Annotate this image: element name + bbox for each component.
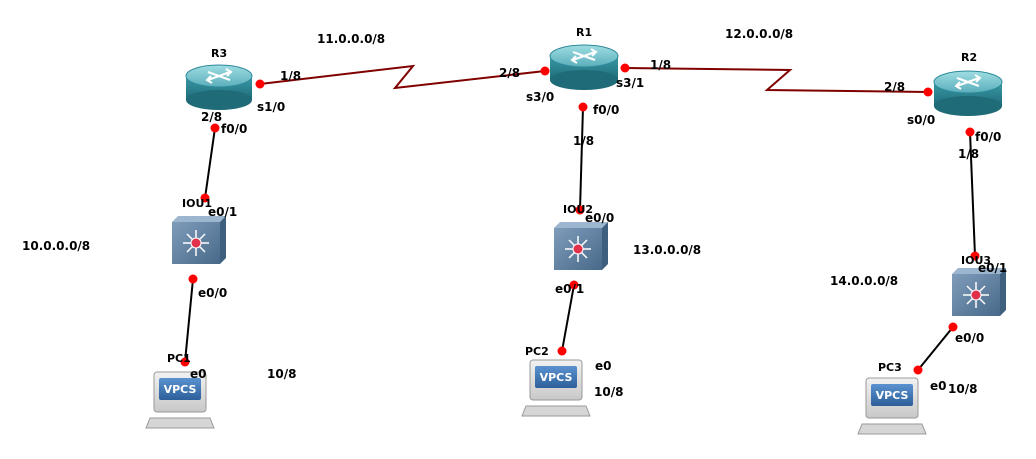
switch-iou3[interactable] [952,268,1006,316]
network-label-lan2: 13.0.0.0/8 [633,243,701,257]
device-name-pc1: PC1 [167,352,191,365]
iface-label: e0/1 [555,282,584,296]
iface-label: f0/0 [221,122,247,136]
iface-label: s0/0 [907,113,935,127]
port-dot[interactable] [578,102,588,112]
port-dot[interactable] [180,357,190,367]
router-r3[interactable] [185,64,253,110]
iface-label: e0/0 [955,331,984,345]
network-label-r1-r2: 12.0.0.0/8 [725,27,793,41]
device-name-iou2: IOU2 [563,203,593,216]
router-arrows-icon [205,68,233,84]
switch-iou2[interactable] [554,222,608,270]
vpcs-screen-label: VPCS [540,371,573,384]
iface-label: 10/8 [267,367,296,381]
vpcs-screen-label: VPCS [164,383,197,396]
port-dot[interactable] [569,280,579,290]
port-dot[interactable] [200,193,210,203]
port-dot[interactable] [540,66,550,76]
port-dot[interactable] [970,251,980,261]
port-dot[interactable] [948,322,958,332]
device-name-r1: R1 [576,26,592,39]
port-dot[interactable] [913,365,923,375]
iface-label: e0 [595,359,612,373]
pc-pc3[interactable]: VPCS [857,377,927,435]
iface-label: f0/0 [593,103,619,117]
iface-label: 2/8 [499,66,520,80]
port-dot[interactable] [188,274,198,284]
iface-label: f0/0 [975,130,1001,144]
link-iou2-pc2[interactable] [561,284,575,352]
device-name-r3: R3 [211,47,227,60]
iface-label: 2/8 [884,80,905,94]
port-dot[interactable] [210,123,220,133]
port-dot[interactable] [965,127,975,137]
device-name-iou3: IOU3 [961,254,991,267]
port-dot[interactable] [255,79,265,89]
iface-label: 10/8 [948,382,977,396]
iface-label: 1/8 [280,69,301,83]
device-name-iou1: IOU1 [182,197,212,210]
network-label-lan1: 10.0.0.0/8 [22,239,90,253]
iface-label: e0/1 [208,205,237,219]
router-arrows-icon [570,48,598,64]
iface-label: s3/0 [526,90,554,104]
serial-link-r1-r2[interactable] [624,67,929,93]
port-dots [180,63,980,375]
link-r1-iou2[interactable] [579,106,584,211]
link-r2-iou3[interactable] [969,131,976,257]
iface-label: s1/0 [257,100,285,114]
router-r1[interactable] [549,44,619,90]
iface-label: 10/8 [594,385,623,399]
network-label-lan3: 14.0.0.0/8 [830,274,898,288]
iface-label: 1/8 [650,58,671,72]
router-r2[interactable] [933,70,1003,116]
device-name-pc3: PC3 [878,361,902,374]
link-iou1-pc1[interactable] [184,278,194,363]
device-name-pc2: PC2 [525,345,549,358]
iface-label: e0/0 [585,211,614,225]
iface-label: e0/1 [978,261,1007,275]
device-name-r2: R2 [961,51,977,64]
pc-pc2[interactable]: VPCS [521,359,591,417]
iface-label: 1/8 [958,147,979,161]
link-r3-iou1[interactable] [204,127,216,199]
iface-label: 1/8 [573,134,594,148]
iface-label: 2/8 [201,110,222,124]
iface-label: e0 [190,367,207,381]
link-iou3-pc3[interactable] [917,326,954,371]
iface-label: e0 [930,379,947,393]
switch-iou1[interactable] [172,216,226,264]
port-dot[interactable] [620,63,630,73]
serial-link-r3-r1[interactable] [259,64,546,90]
router-arrows-icon [954,74,982,90]
port-dot[interactable] [557,346,567,356]
iface-label: s3/1 [616,76,644,90]
pc-pc1[interactable]: VPCS [145,371,215,429]
network-label-r3-r1: 11.0.0.0/8 [317,32,385,46]
port-dot[interactable] [923,87,933,97]
vpcs-screen-label: VPCS [876,389,909,402]
port-dot[interactable] [575,205,585,215]
iface-label: e0/0 [198,286,227,300]
